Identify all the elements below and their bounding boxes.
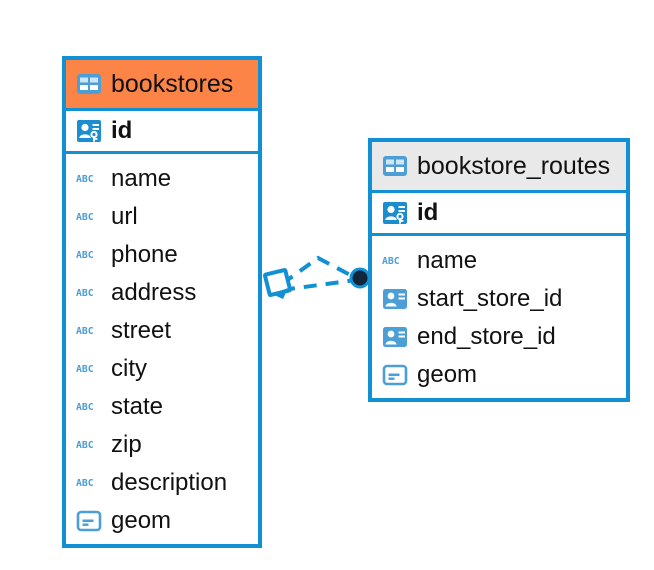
field-label: name	[417, 247, 478, 274]
field-label: address	[111, 279, 197, 306]
field-label: id	[111, 117, 133, 144]
field-row-city[interactable]: ABC city	[66, 350, 258, 388]
entity-bookstores[interactable]: bookstores id	[62, 56, 262, 548]
abc-text-icon: ABC	[76, 362, 102, 376]
field-label: id	[417, 199, 439, 226]
foreign-key-icon	[382, 326, 408, 348]
entity-title: bookstores	[111, 69, 234, 98]
field-label: end_store_id	[417, 323, 556, 350]
entity-bookstore-routes[interactable]: bookstore_routes id	[368, 138, 630, 402]
abc-text-icon: ABC	[76, 324, 102, 338]
abc-text-icon: ABC	[76, 400, 102, 414]
relationship-line-lower	[281, 278, 357, 292]
abc-text-icon: ABC	[76, 476, 102, 490]
field-row-state[interactable]: ABC state	[66, 388, 258, 426]
svg-text:ABC: ABC	[76, 250, 94, 261]
field-label: zip	[111, 431, 142, 458]
abc-text-icon: ABC	[382, 254, 408, 268]
abc-text-icon: ABC	[76, 172, 102, 186]
field-row-name[interactable]: ABC name	[66, 160, 258, 198]
primary-key-icon	[76, 118, 102, 144]
field-label: url	[111, 203, 138, 230]
field-label: geom	[417, 361, 478, 388]
field-row-description[interactable]: ABC description	[66, 464, 258, 502]
diamond-marker	[262, 267, 293, 299]
field-row-start-store-id[interactable]: start_store_id	[372, 280, 626, 318]
svg-text:ABC: ABC	[76, 288, 94, 299]
svg-text:ABC: ABC	[382, 256, 400, 267]
field-label: start_store_id	[417, 285, 563, 312]
filled-circle-marker	[349, 267, 371, 289]
field-row-name[interactable]: ABC name	[372, 242, 626, 280]
svg-text:ABC: ABC	[76, 478, 94, 489]
relationship-line-upper	[280, 255, 357, 286]
field-row-address[interactable]: ABC address	[66, 274, 258, 312]
field-label: phone	[111, 241, 178, 268]
field-label: city	[111, 355, 147, 382]
entity-field-list-bookstores: ABC name ABC url ABC p	[66, 154, 258, 548]
field-label: geom	[111, 507, 172, 534]
entity-header-bookstore-routes: bookstore_routes	[372, 142, 626, 190]
field-label: name	[111, 165, 172, 192]
abc-text-icon: ABC	[76, 286, 102, 300]
geometry-icon	[76, 510, 102, 532]
field-label: street	[111, 317, 172, 344]
entity-field-list-bookstore-routes: ABC name start_store_id	[372, 236, 626, 402]
svg-text:ABC: ABC	[76, 364, 94, 375]
entity-header-bookstores: bookstores	[66, 60, 258, 108]
primary-key-icon	[382, 200, 408, 226]
table-icon	[382, 155, 408, 177]
field-label: state	[111, 393, 164, 420]
abc-text-icon: ABC	[76, 248, 102, 262]
svg-text:ABC: ABC	[76, 212, 94, 223]
abc-text-icon: ABC	[76, 210, 102, 224]
field-row-zip[interactable]: ABC zip	[66, 426, 258, 464]
field-row-street[interactable]: ABC street	[66, 312, 258, 350]
abc-text-icon: ABC	[76, 438, 102, 452]
svg-text:ABC: ABC	[76, 440, 94, 451]
svg-text:ABC: ABC	[76, 174, 94, 185]
svg-text:ABC: ABC	[76, 402, 94, 413]
table-icon	[76, 73, 102, 95]
entity-title: bookstore_routes	[417, 151, 611, 180]
foreign-key-icon	[382, 288, 408, 310]
field-row-end-store-id[interactable]: end_store_id	[372, 318, 626, 356]
geometry-icon	[382, 364, 408, 386]
field-row-phone[interactable]: ABC phone	[66, 236, 258, 274]
field-row-geom[interactable]: geom	[66, 502, 258, 540]
field-row-primary-key[interactable]: id	[372, 190, 626, 236]
svg-text:ABC: ABC	[76, 326, 94, 337]
field-row-geom[interactable]: geom	[372, 356, 626, 394]
field-row-url[interactable]: ABC url	[66, 198, 258, 236]
field-row-primary-key[interactable]: id	[66, 108, 258, 154]
field-label: description	[111, 469, 228, 496]
